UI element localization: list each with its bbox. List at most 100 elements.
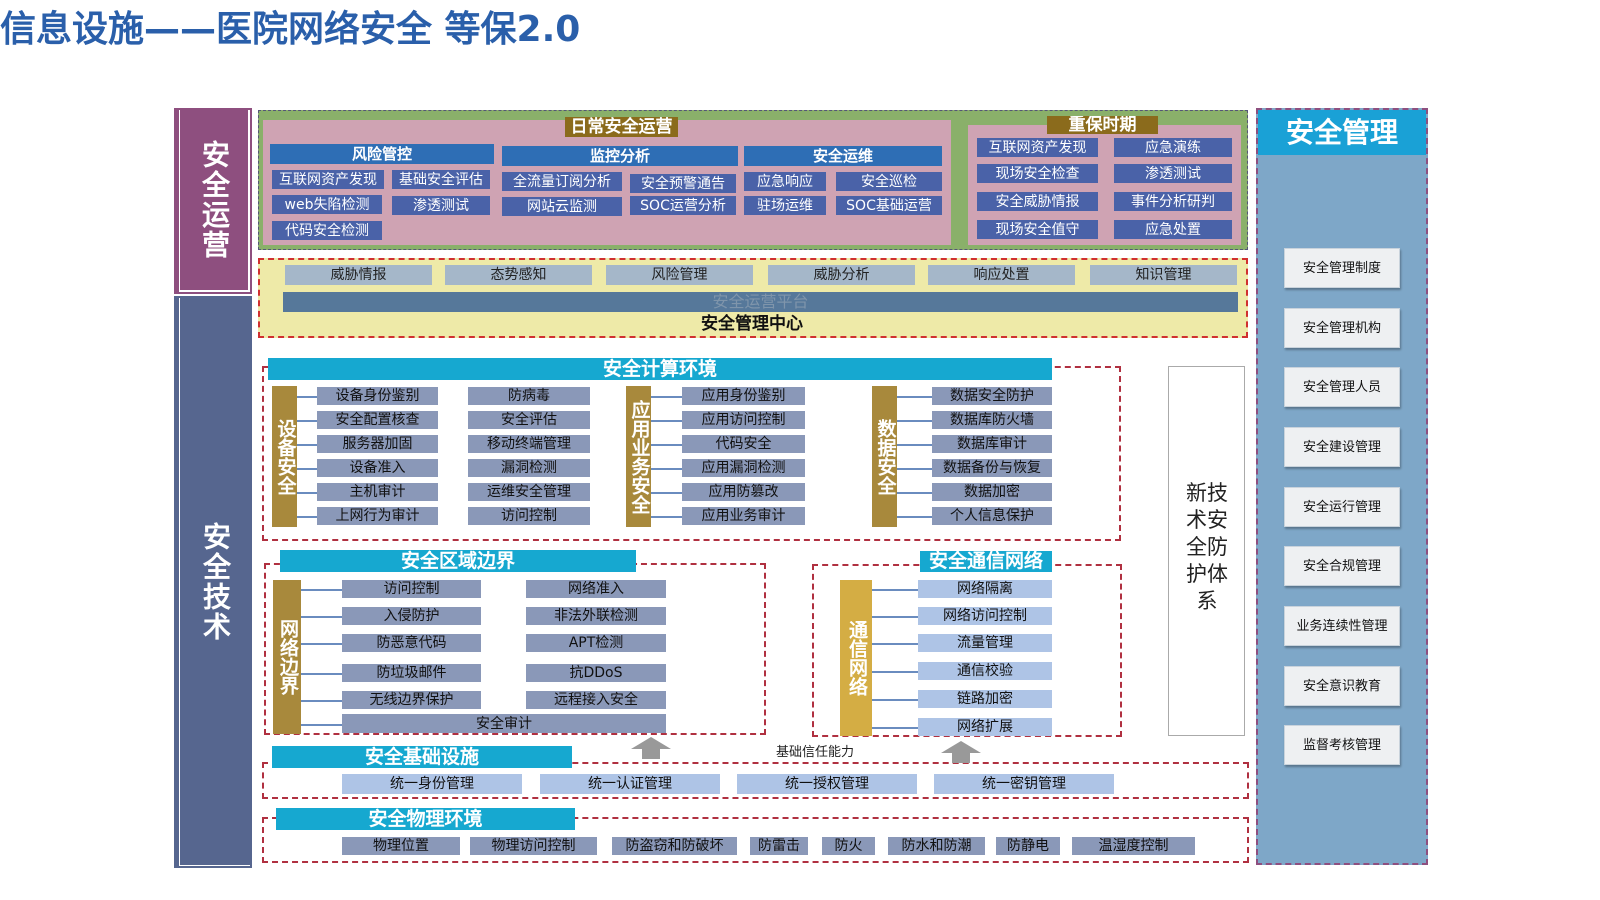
physical-item: 防雷击	[750, 837, 808, 855]
app-item: 应用访问控制	[682, 411, 805, 429]
connector-line	[301, 724, 342, 726]
connector-line	[897, 420, 932, 422]
monitor-item: 全流量订阅分析	[502, 172, 622, 191]
data-security-label: 数据安全	[872, 386, 897, 527]
connector-line	[897, 468, 932, 470]
arrow-up-stem	[642, 749, 660, 759]
ops-side-label: 安全运营	[180, 110, 248, 290]
device-item: 上网行为审计	[317, 507, 438, 525]
key-period-item: 互联网资产发现	[977, 138, 1098, 157]
tech-side-label: 安全技术	[180, 298, 250, 865]
app-item: 代码安全	[682, 435, 805, 453]
physical-frame	[262, 817, 1249, 863]
key-period-heading: 重保时期	[1047, 116, 1158, 134]
connector-line	[297, 444, 317, 446]
boundary-item: 入侵防护	[342, 607, 481, 625]
boundary-item: APT检测	[526, 634, 666, 652]
connector-line	[297, 492, 317, 494]
device-item: 移动终端管理	[468, 435, 590, 453]
compute-env-header: 安全计算环境	[268, 358, 1052, 380]
key-period-item: 应急处置	[1114, 220, 1232, 239]
ops-item: 安全巡检	[836, 172, 942, 191]
risk-item: 代码安全检测	[272, 221, 382, 240]
center-item: 风险管理	[606, 265, 753, 285]
boundary-header: 安全区域边界	[280, 550, 636, 572]
connector-line	[301, 700, 342, 702]
device-item: 安全配置核查	[317, 411, 438, 429]
connector-line	[297, 420, 317, 422]
monitor-analysis-header: 监控分析	[502, 146, 738, 166]
physical-item: 物理访问控制	[470, 837, 597, 855]
connector-line	[872, 727, 918, 729]
platform-bar: 安全运营平台	[283, 292, 1238, 312]
connector-line	[301, 589, 342, 591]
security-center-title: 安全管理中心	[701, 314, 803, 334]
comm-item: 网络扩展	[918, 718, 1052, 736]
device-item: 设备身份鉴别	[317, 387, 438, 405]
management-item: 安全管理人员	[1284, 367, 1400, 407]
management-item: 安全管理机构	[1284, 308, 1400, 348]
infra-frame	[262, 762, 1249, 799]
arrow-up-stem	[952, 753, 970, 763]
ops-item: 应急响应	[744, 172, 826, 191]
key-period-item: 安全威胁情报	[977, 192, 1098, 211]
security-ops-header: 安全运维	[744, 146, 942, 166]
daily-ops-heading: 日常安全运营	[565, 117, 678, 137]
physical-item: 物理位置	[342, 837, 460, 855]
connector-line	[872, 589, 918, 591]
device-item: 服务器加固	[317, 435, 438, 453]
comm-item: 流量管理	[918, 634, 1052, 652]
app-item: 应用身份鉴别	[682, 387, 805, 405]
connector-line	[651, 444, 682, 446]
boundary-item: 抗DDoS	[526, 664, 666, 682]
physical-item: 防火	[822, 837, 875, 855]
app-security-label: 应用业务安全	[626, 386, 651, 527]
key-period-item: 应急演练	[1114, 138, 1232, 157]
risk-item: 互联网资产发现	[272, 170, 384, 189]
trust-label: 基础信任能力	[776, 745, 855, 760]
app-item: 应用业务审计	[682, 507, 805, 525]
key-period-item: 现场安全检查	[977, 164, 1098, 183]
ops-item: 驻场运维	[744, 196, 826, 215]
newtech-frame	[1168, 366, 1245, 736]
physical-item: 防盗窃和防破坏	[612, 837, 737, 855]
center-item: 威胁分析	[768, 265, 915, 285]
connector-line	[872, 643, 918, 645]
risk-item: 基础安全评估	[392, 170, 490, 189]
boundary-item: 访问控制	[342, 580, 481, 598]
monitor-item: SOC运营分析	[630, 196, 736, 215]
management-header: 安全管理	[1258, 110, 1426, 155]
boundary-item: 防恶意代码	[342, 634, 481, 652]
page-title: 信息设施——医院网络安全 等保2.0	[0, 9, 581, 50]
device-item: 设备准入	[317, 459, 438, 477]
connector-line	[651, 516, 682, 518]
connector-line	[301, 643, 342, 645]
connector-line	[301, 616, 342, 618]
connector-line	[872, 699, 918, 701]
connector-line	[651, 468, 682, 470]
physical-header: 安全物理环境	[276, 808, 575, 830]
key-period-item: 渗透测试	[1114, 164, 1232, 183]
connector-line	[897, 444, 932, 446]
boundary-item: 防垃圾邮件	[342, 664, 481, 682]
comm-network-label: 通信网络	[840, 580, 872, 736]
data-item: 数据库防火墙	[932, 411, 1052, 429]
infra-item: 统一密钥管理	[934, 774, 1114, 794]
infra-item: 统一身份管理	[342, 774, 522, 794]
connector-line	[897, 492, 932, 494]
data-item: 个人信息保护	[932, 507, 1052, 525]
comm-item: 链路加密	[918, 690, 1052, 708]
connector-line	[872, 671, 918, 673]
connector-line	[301, 673, 342, 675]
device-item: 主机审计	[317, 483, 438, 501]
infra-item: 统一授权管理	[737, 774, 917, 794]
physical-item: 防静电	[996, 837, 1060, 855]
device-item: 防病毒	[468, 387, 590, 405]
device-security-label: 设备安全	[272, 386, 297, 527]
risk-control-header: 风险管控	[270, 144, 494, 164]
connector-line	[297, 396, 317, 398]
key-period-item: 现场安全值守	[977, 220, 1098, 239]
infra-item: 统一认证管理	[540, 774, 720, 794]
center-item: 响应处置	[928, 265, 1075, 285]
management-item: 安全运行管理	[1284, 487, 1400, 527]
